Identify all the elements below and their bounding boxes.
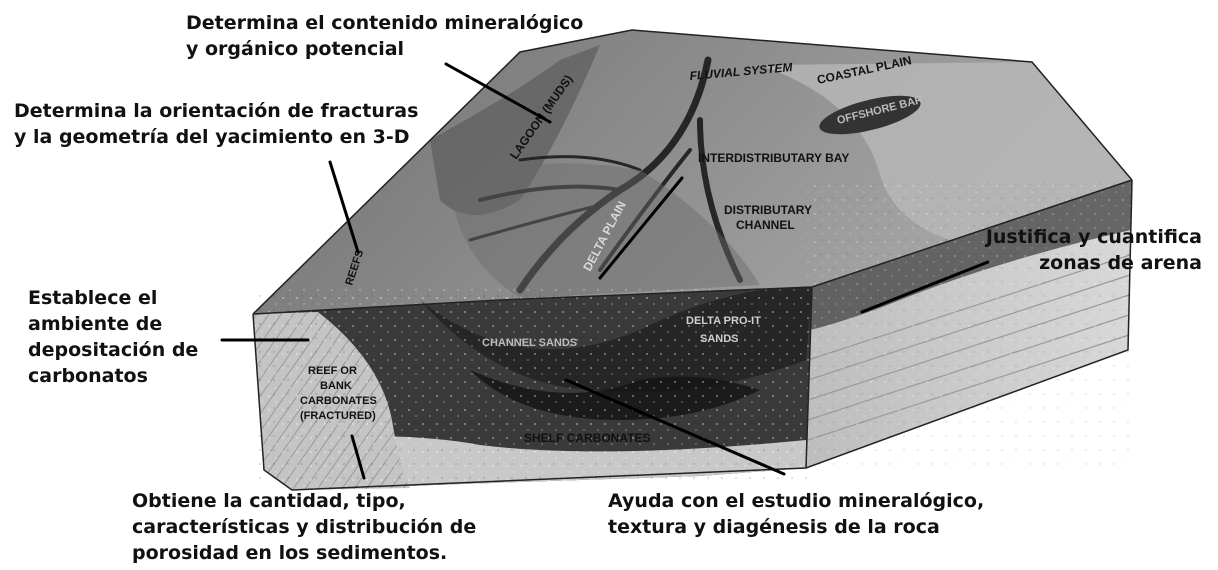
label-channel: CHANNEL [736, 218, 795, 232]
annotation-line: Determina la orientación de fracturas [14, 100, 419, 122]
leader-interdistributary-bay [598, 176, 684, 280]
label-reef-bank-line3: CARBONATES [300, 395, 377, 407]
leader-mineral-content [444, 62, 552, 124]
leader-fracture-orientation [328, 160, 360, 254]
annotation-line: Ayuda con el estudio mineralógico, [608, 490, 985, 512]
annotation-line: características y distribución de [132, 516, 477, 538]
label-distributary: DISTRIBUTARY [724, 203, 812, 217]
annotation-mineral-content: Determina el contenido mineralógico y or… [186, 10, 583, 62]
leader-porosity [350, 434, 366, 480]
lagoon-region [430, 45, 600, 215]
annotation-line: y orgánico potencial [186, 38, 405, 60]
leader-lines [220, 62, 990, 480]
offshore-bar-shape [819, 95, 921, 135]
leader-mineral-study [564, 378, 786, 476]
annotation-line: porosidad en los sedimentos. [132, 542, 448, 564]
leader-sand-zones [860, 260, 990, 314]
label-sands: SANDS [700, 333, 739, 345]
label-reef-bank-line4: (FRACTURED) [300, 410, 376, 422]
annotation-line: y la geometría del yacimiento en 3-D [14, 126, 410, 148]
annotation-porosity: Obtiene la cantidad, tipo, característic… [132, 488, 476, 566]
annotation-line: Justifica y cuantifica [985, 226, 1202, 248]
annotation-mineral-study: Ayuda con el estudio mineralógico, textu… [608, 488, 984, 540]
label-reef-bank-line2: BANK [320, 380, 352, 392]
annotation-line: Determina el contenido mineralógico [186, 12, 584, 34]
block-outline [252, 29, 1133, 491]
label-interdistributary-bay: INTERDISTRIBUTARY BAY [698, 151, 849, 165]
annotation-line: Obtiene la cantidad, tipo, [132, 490, 406, 512]
annotation-line: Establece el [28, 287, 158, 309]
front-texture [253, 286, 813, 490]
delta-channels [468, 56, 743, 294]
label-shelf-carbonates: SHELF CARBONATES [524, 431, 650, 445]
annotation-sand-zones: Justifica y cuantifica zonas de arena [952, 224, 1202, 276]
label-channel-sands: CHANNEL SANDS [482, 337, 577, 349]
annotation-carbonate-environment: Establece el ambiente de depositación de… [28, 285, 198, 389]
delta-fan [450, 163, 760, 298]
right-texture [806, 180, 1132, 470]
annotation-fracture-orientation: Determina la orientación de fracturas y … [14, 98, 418, 150]
label-reef-bank-line1: REEF OR [308, 365, 357, 377]
annotation-line: depositación de [28, 339, 199, 361]
annotation-line: ambiente de [28, 313, 163, 335]
label-delta-front: DELTA PRO-IT [686, 315, 761, 327]
annotation-line: zonas de arena [1039, 252, 1202, 274]
annotation-line: carbonatos [28, 365, 148, 387]
annotation-line: textura y diagénesis de la roca [608, 516, 940, 538]
